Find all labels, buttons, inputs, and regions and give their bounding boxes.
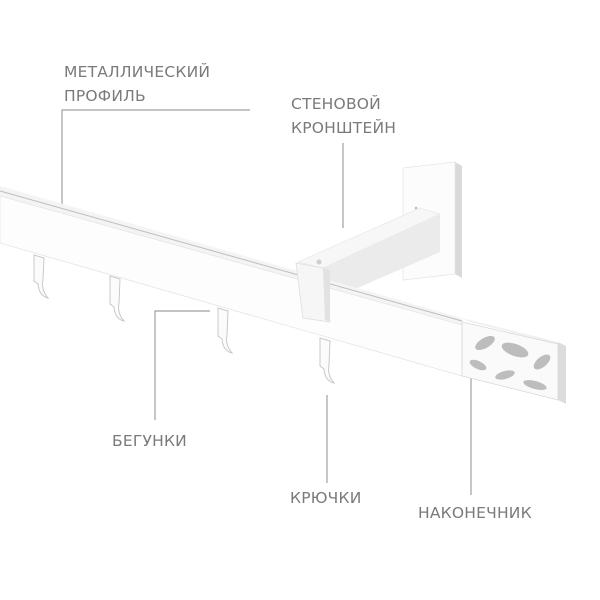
- label-line: МЕТАЛЛИЧЕСКИЙ: [64, 63, 211, 81]
- wall-bracket: [297, 161, 462, 300]
- label-wall-bracket: СТЕНОВОЙ КРОНШТЕЙН: [291, 92, 396, 140]
- label-runners: БЕГУНКИ: [112, 432, 187, 450]
- leader-line-runners: [154, 310, 210, 420]
- decorative-end-cap: [461, 318, 566, 404]
- label-end-cap: НАКОНЕЧНИК: [418, 504, 532, 522]
- label-metal-profile: МЕТАЛЛИЧЕСКИЙ ПРОФИЛЬ: [64, 60, 210, 108]
- label-line: КРОНШТЕЙН: [291, 119, 397, 137]
- hook: [319, 337, 336, 384]
- hook: [33, 254, 50, 299]
- metal-profile-rail: [0, 186, 463, 377]
- leader-line-profile: [61, 109, 250, 225]
- label-hooks: КРЮЧКИ: [290, 489, 362, 507]
- label-line: СТЕНОВОЙ: [291, 95, 381, 113]
- hook: [217, 307, 234, 354]
- hook: [109, 275, 126, 322]
- label-line: ПРОФИЛЬ: [64, 87, 146, 105]
- runner-hooks: [33, 254, 336, 384]
